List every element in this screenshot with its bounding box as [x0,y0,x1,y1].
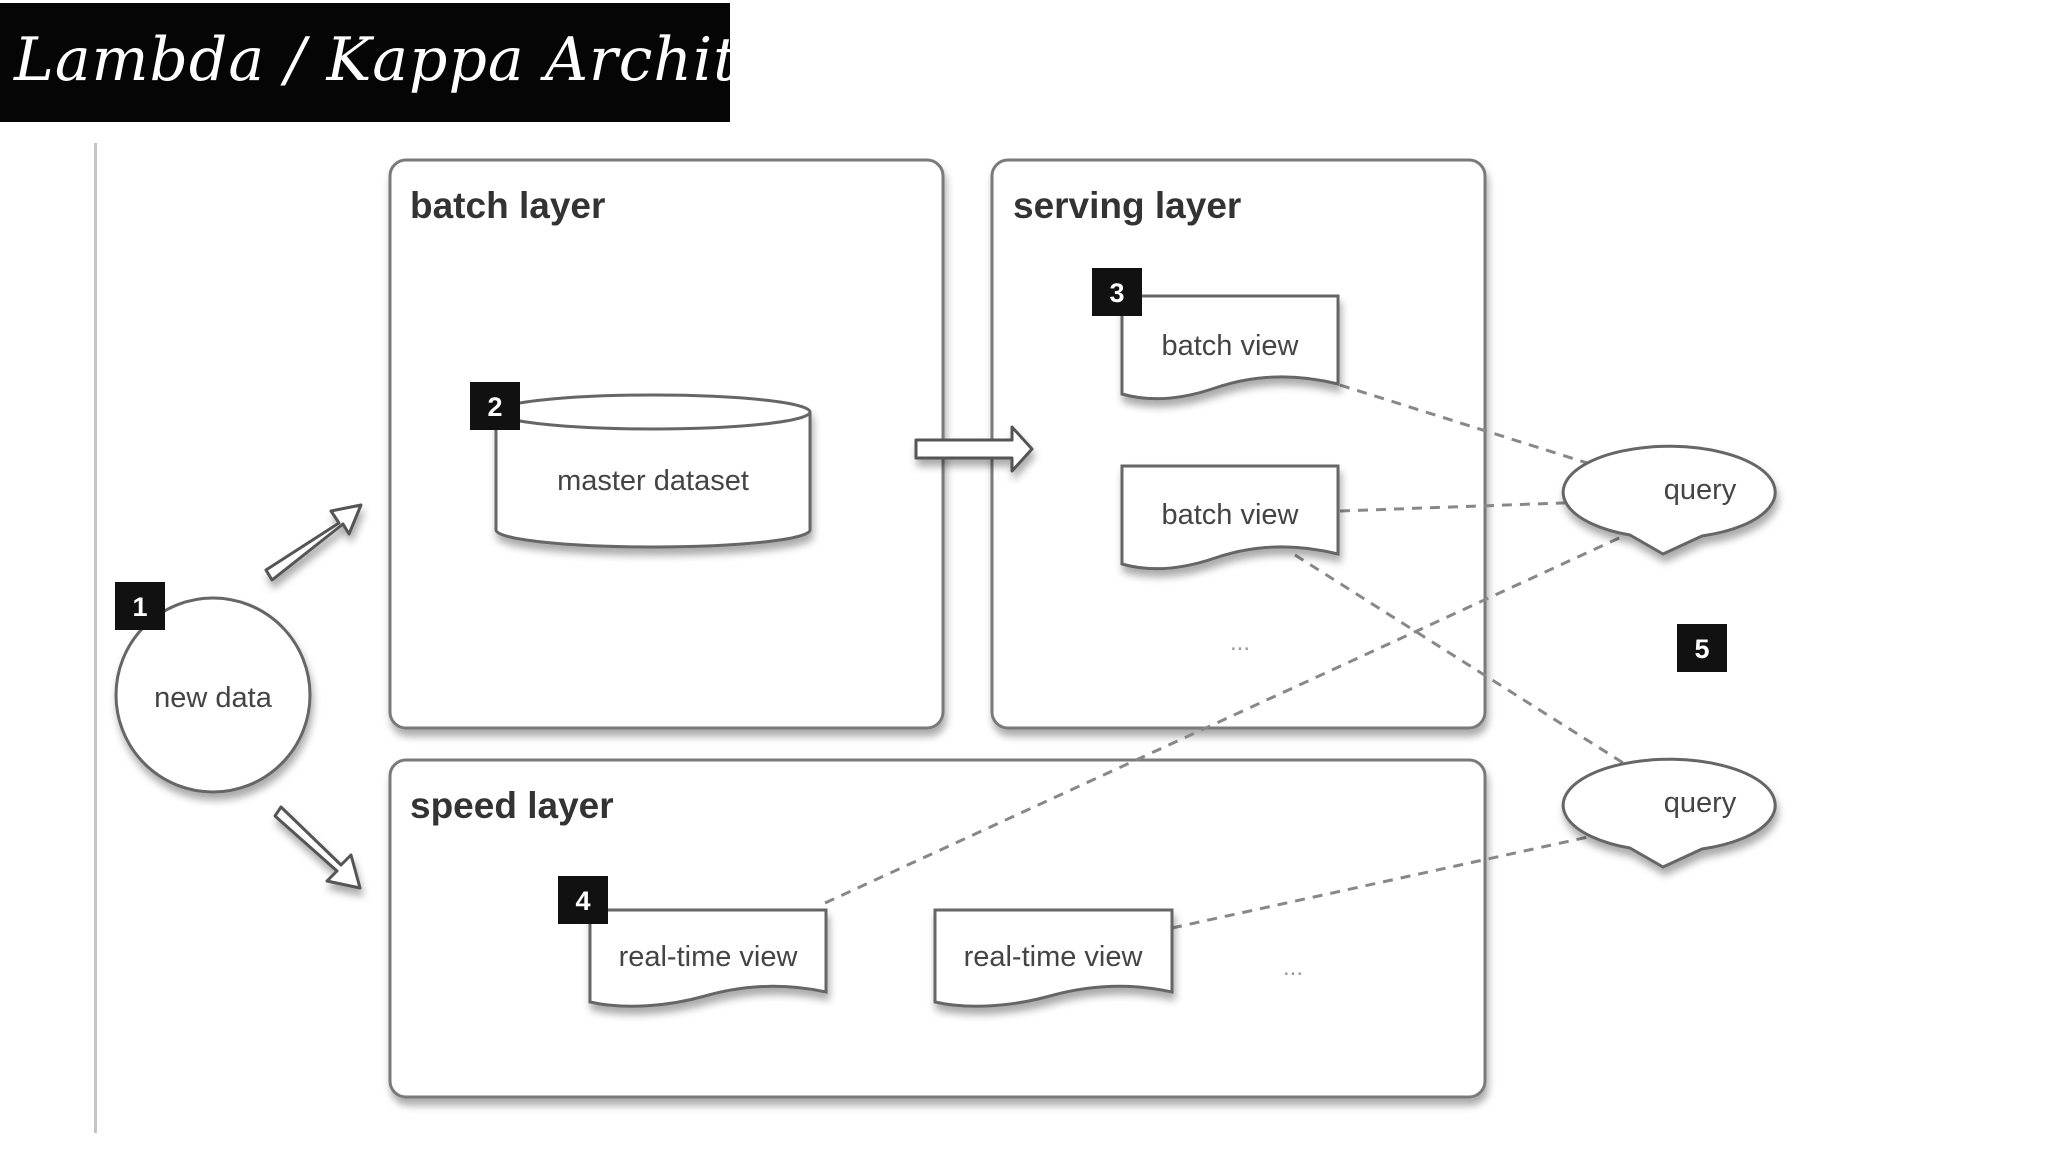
speed-layer-ellipsis: ... [1283,954,1303,981]
query-connections [824,383,1631,930]
batch-view-document-1 [1120,294,1340,401]
batch-view-label-1: batch view [1161,330,1299,362]
badge-2: 2 [470,382,520,430]
query-label-2: query [1664,787,1737,819]
real-time-view-document-2 [933,908,1174,1008]
slide-title: Lambda / Kappa Architecture [14,25,941,95]
query-bubble-2 [1561,757,1777,869]
real-time-view-label-1: real-time view [619,941,799,973]
svg-text:2: 2 [487,392,502,422]
left-divider-line [94,143,97,1133]
badge-1: 1 [115,582,165,630]
batch-view-label-2: batch view [1161,499,1299,531]
svg-text:4: 4 [575,886,590,916]
arrow-to-serving-layer-icon [914,425,1034,473]
new-data-label: new data [154,682,273,714]
master-dataset-label: master dataset [557,465,749,497]
svg-text:1: 1 [132,592,147,622]
badge-3: 3 [1092,268,1142,316]
batch-view-document-2 [1120,464,1340,571]
serving-layer-title: serving layer [1013,185,1241,226]
serving-layer-ellipsis: ... [1230,629,1250,656]
svg-text:5: 5 [1694,634,1709,664]
batch-layer-title: batch layer [410,185,605,226]
arrow-to-speed-layer-icon [273,805,362,890]
query-label-1: query [1664,474,1737,506]
speed-layer-title: speed layer [410,785,614,826]
real-time-view-label-2: real-time view [964,941,1144,973]
svg-text:3: 3 [1109,278,1124,308]
badge-4: 4 [558,876,608,924]
arrow-to-batch-layer-icon [264,503,363,582]
master-dataset-cylinder [494,393,812,549]
badge-5: 5 [1677,624,1727,672]
query-bubble-1 [1561,444,1777,556]
new-data-circle [114,596,312,794]
title-banner: Lambda / Kappa Architecture [0,3,939,122]
real-time-view-document-1 [588,908,828,1008]
